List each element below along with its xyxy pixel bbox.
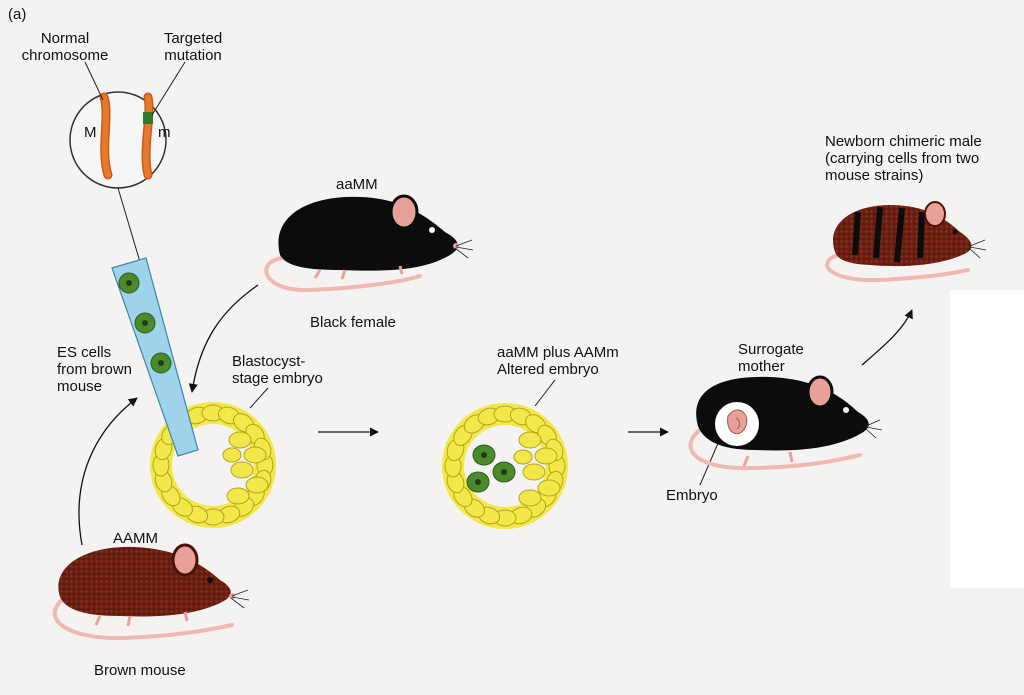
- blastocyst-label: Blastocyst- stage embryo: [232, 353, 323, 387]
- normal-chromosome-label: Normal chromosome: [21, 30, 109, 64]
- allele-m-label: m: [158, 124, 171, 141]
- surrogate-mother-mouse: [688, 375, 883, 471]
- altered-embryo-label: aaMM plus AAMm Altered embryo: [497, 344, 619, 378]
- mutation-segment: [143, 112, 153, 124]
- black-genotype-label: aaMM: [336, 176, 378, 193]
- es-cells-label: ES cells from brown mouse: [57, 344, 133, 395]
- normal-chromosome-leader: [84, 61, 104, 101]
- white-panel: [950, 290, 1024, 588]
- surrogate-mother-label: Surrogate mother: [738, 341, 804, 375]
- injection-pipette: [111, 257, 199, 457]
- targeted-mutation-label: Targeted mutation: [163, 30, 223, 64]
- arrow-brown-to-es: [78, 397, 138, 546]
- brown-mouse: [52, 543, 250, 641]
- black-female-label: Black female: [310, 314, 396, 331]
- brown-mouse-label: Brown mouse: [94, 662, 186, 679]
- altered-embryo-leader: [534, 379, 556, 407]
- panel-letter: (a): [8, 6, 27, 23]
- targeted-mutation-leader: [151, 61, 186, 116]
- blastocyst-leader: [249, 387, 269, 409]
- allele-M-label: M: [84, 124, 97, 141]
- arrow-black-to-blastocyst: [188, 284, 259, 393]
- black-female-mouse: [264, 194, 474, 293]
- newborn-chimeric-label: Newborn chimeric male (carrying cells fr…: [825, 133, 982, 184]
- embryo-label: Embryo: [666, 487, 718, 504]
- chimeric-male-mouse: [825, 201, 987, 283]
- altered-embryo: [442, 403, 568, 529]
- arrow-surrogate-to-chimeric: [861, 309, 913, 366]
- magnifier-stalk: [117, 187, 141, 263]
- chromosome-magnifier: [69, 91, 167, 189]
- brown-genotype-label: AAMM: [113, 530, 158, 547]
